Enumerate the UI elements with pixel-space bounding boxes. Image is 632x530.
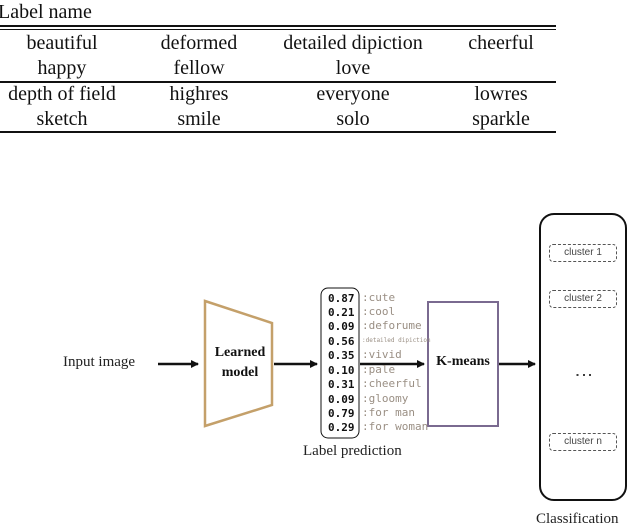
table-cell: smile: [177, 108, 221, 130]
label-prediction-caption: Label prediction: [303, 443, 402, 459]
table-cell: depth of field: [8, 83, 116, 105]
prediction-score: 0.79: [328, 407, 355, 420]
prediction-label: :cute: [362, 291, 396, 304]
prediction-score: 0.31: [328, 378, 355, 391]
prediction-label: :gloomy: [362, 392, 409, 405]
prediction-box: [320, 287, 360, 439]
cluster-2-box: cluster 2: [549, 290, 617, 308]
learned-model-label: Learned model: [208, 343, 272, 383]
table-cell: deformed: [160, 32, 238, 54]
prediction-label: :for man: [362, 406, 415, 419]
cluster-1-box: cluster 1: [549, 244, 617, 262]
classification-box: [539, 213, 627, 501]
table-cell: detailed dipiction: [283, 32, 423, 54]
table-cell: fellow: [173, 57, 225, 79]
input-image-label: Input image: [63, 354, 136, 370]
table-top-rule-2: [0, 29, 556, 30]
prediction-score: 0.10: [328, 364, 355, 377]
table-cell: sparkle: [472, 108, 530, 130]
prediction-score: 0.56: [328, 335, 355, 348]
table-cell: beautiful: [26, 32, 98, 54]
prediction-label: :for woman: [362, 420, 429, 433]
table-top-rule: [0, 25, 556, 27]
table-cell: lowres: [474, 83, 528, 105]
prediction-label: :pale: [362, 363, 396, 376]
cluster-n-box: cluster n: [549, 433, 617, 451]
table-cell: sketch: [36, 108, 88, 130]
table-mid-rule: [0, 81, 556, 83]
table-caption: Label name: [0, 1, 92, 23]
prediction-label: :vivid: [362, 348, 402, 361]
prediction-score: 0.87: [328, 292, 355, 305]
ellipsis-icon: ⋮: [574, 366, 594, 384]
table-cell: solo: [336, 108, 370, 130]
table-cell: highres: [169, 83, 229, 105]
kmeans-box: [427, 301, 499, 427]
table-cell: everyone: [316, 83, 390, 105]
prediction-label: :deforume: [362, 319, 422, 332]
learned-model-shape: [203, 299, 274, 428]
prediction-label: :cool: [362, 305, 396, 318]
classification-caption: Classification: [536, 511, 619, 527]
table-cell: cheerful: [468, 32, 534, 54]
table-cell: love: [335, 57, 371, 79]
learned-model-line2: model: [221, 365, 259, 380]
learned-model-line1: Learned: [214, 345, 266, 360]
prediction-label: :detailed dipiction: [362, 337, 431, 344]
prediction-label: :cheerful: [362, 377, 422, 390]
prediction-score: 0.21: [328, 306, 355, 319]
table-cell: happy: [37, 57, 87, 79]
prediction-score: 0.35: [328, 349, 355, 362]
prediction-score: 0.29: [328, 421, 355, 434]
prediction-score: 0.09: [328, 320, 355, 333]
kmeans-label: K-means: [436, 354, 490, 369]
table-bottom-rule: [0, 131, 556, 133]
prediction-score: 0.09: [328, 393, 355, 406]
